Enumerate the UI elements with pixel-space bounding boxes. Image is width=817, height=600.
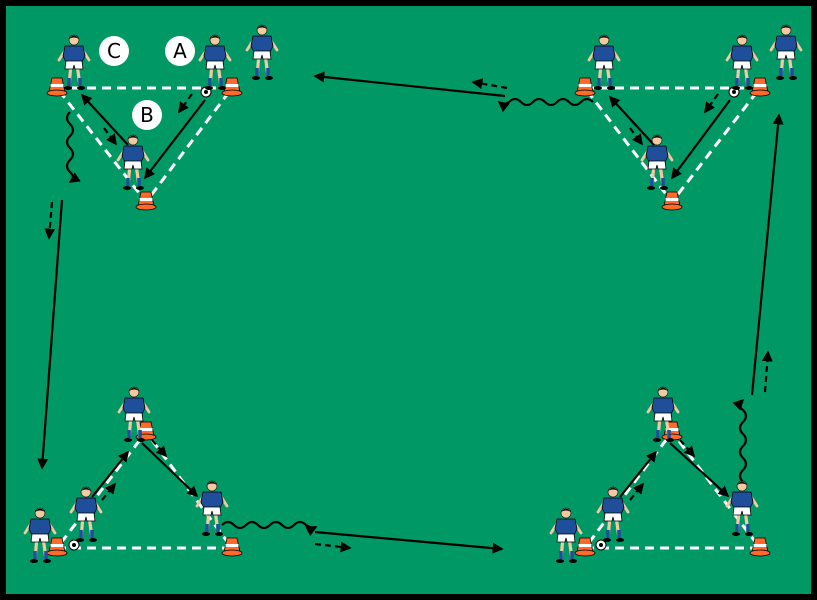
player-icon	[725, 480, 759, 536]
player-icon	[596, 486, 630, 542]
arrow-run-tr-2	[704, 93, 719, 114]
ball-icon	[68, 539, 80, 551]
label-b: B	[132, 100, 162, 130]
arrow-dribble-tl-down	[65, 111, 81, 183]
arrow-pass-b-to-c	[80, 93, 129, 146]
label-b-text: B	[140, 103, 154, 127]
arrow-pass-bl-2	[141, 442, 199, 498]
players	[23, 24, 803, 563]
arrow-dribble-br-up	[732, 398, 748, 483]
arrow-dribble-tr-left	[497, 97, 594, 113]
label-c-text: C	[107, 39, 121, 63]
cone-icon	[46, 537, 68, 557]
arrow-pass-tr-1	[608, 95, 655, 146]
player-icon	[69, 486, 103, 542]
arrow-run-br-2	[679, 439, 696, 458]
label-a: A	[165, 36, 195, 66]
cone-icon	[135, 191, 157, 211]
arrow-run-bl-right	[314, 541, 352, 553]
arrow-tl-to-bl	[37, 199, 64, 470]
player-icon	[549, 507, 583, 563]
player-icon	[769, 24, 803, 80]
arrow-pass-br-2	[669, 442, 730, 498]
cone-icon	[749, 537, 771, 557]
arrow-dribble-bl-right	[221, 520, 318, 537]
cone-icon	[749, 77, 771, 97]
player-icon	[195, 480, 229, 536]
player-icon	[198, 34, 232, 90]
cone-icon	[221, 537, 243, 557]
arrow-run-tl-down	[44, 201, 56, 240]
cone-icon	[661, 191, 683, 211]
arrows	[37, 71, 784, 554]
player-icon	[117, 386, 151, 442]
arrow-run-br-up	[761, 350, 773, 393]
cone-icon	[574, 77, 596, 97]
dashed-triangle-top-left	[55, 86, 236, 205]
cone-icon	[221, 77, 243, 97]
cones	[46, 77, 771, 557]
arrow-run-b	[103, 127, 117, 146]
label-a-text: A	[173, 39, 187, 63]
arrow-br-to-tr	[750, 113, 784, 396]
player-icon	[245, 24, 279, 80]
arrow-pass-br-1	[619, 450, 658, 498]
player-icon	[116, 134, 150, 190]
arrow-run-tr-1	[629, 127, 643, 146]
arrow-run-tr-left	[471, 78, 508, 90]
player-icon	[725, 34, 759, 90]
arrow-bl-to-br	[314, 530, 504, 554]
dashed-triangle-bottom-right	[583, 429, 764, 550]
player-icon	[646, 386, 680, 442]
arrow-pass-tr-2	[671, 99, 731, 180]
arrow-pass-bl-1	[91, 450, 130, 498]
arrow-run-br-1	[629, 482, 645, 501]
arrow-run-bl-2	[151, 439, 168, 458]
player-icon	[640, 134, 674, 190]
cone-icon	[574, 537, 596, 557]
arrow-pass-a-to-b	[143, 99, 206, 180]
label-c: C	[99, 36, 129, 66]
player-icon	[23, 507, 57, 563]
cone-icon	[46, 77, 68, 97]
player-icon	[587, 34, 621, 90]
arrow-run-a	[178, 93, 193, 114]
arrow-run-bl-1	[101, 482, 117, 501]
player-icon	[57, 34, 91, 90]
arrow-tr-to-tl	[313, 71, 506, 98]
ball-icon	[595, 539, 607, 551]
dashed-triangle-top-right	[583, 86, 764, 205]
